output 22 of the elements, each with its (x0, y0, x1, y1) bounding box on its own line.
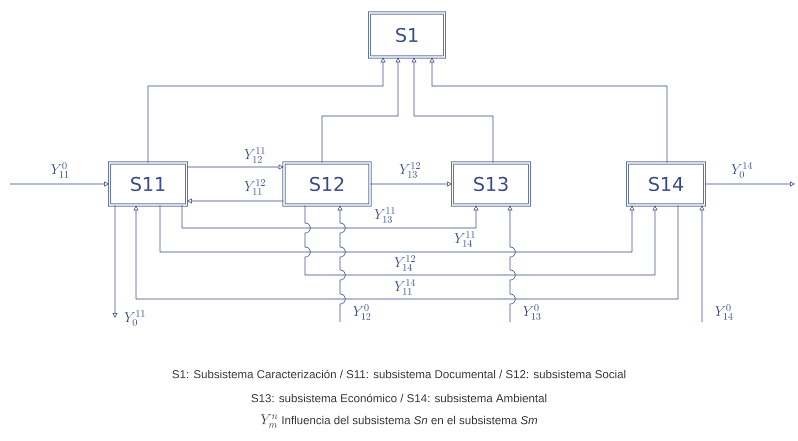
edge-label: $Y^{14}_{0}$ (730, 162, 754, 178)
subsystem-box: S13 (451, 162, 531, 206)
edge-label: $Y^{11}_{0}$ (124, 310, 146, 326)
edge-label: $Y^{0}_{13}$ (522, 304, 542, 320)
subsystem-box: S11 (108, 162, 188, 206)
caption-text: S1: Subsistema Caracterización / S11: subsistema Documental / S12: subsistema Social (172, 370, 626, 378)
caption-text: S13: subsistema Económico / S14: subsistema Ambiental (251, 394, 546, 402)
edge-label: $Y^{11}_{13}$ (374, 206, 396, 224)
edge-label: $Y^{12}_{13}$ (398, 162, 422, 178)
edge-label: $Y^{0}_{11}$ (50, 162, 70, 178)
edge-label: $Y^{12}_{11}$ (244, 178, 266, 196)
edge-label: $Y^{11}_{14}$ (454, 230, 476, 248)
edge-label: $Y^{11}_{12}$ (244, 146, 266, 164)
edge-label: $Y^{0}_{12}$ (352, 304, 372, 320)
edge-label: $Y^{12}_{14}$ (394, 254, 416, 272)
edge-label: $Y^{0}_{14}$ (714, 304, 734, 320)
arrow (133, 205, 678, 300)
subsystem-box: S14 (626, 162, 706, 206)
legend-text: $Y^{n}_{m}$ Influencia del subsistema Sn en el subsistema Sm (260, 414, 538, 428)
edge-label: $Y^{14}_{11}$ (394, 278, 416, 296)
subsystem-box: S1 (368, 12, 446, 58)
subsystem-box: S12 (282, 162, 372, 206)
